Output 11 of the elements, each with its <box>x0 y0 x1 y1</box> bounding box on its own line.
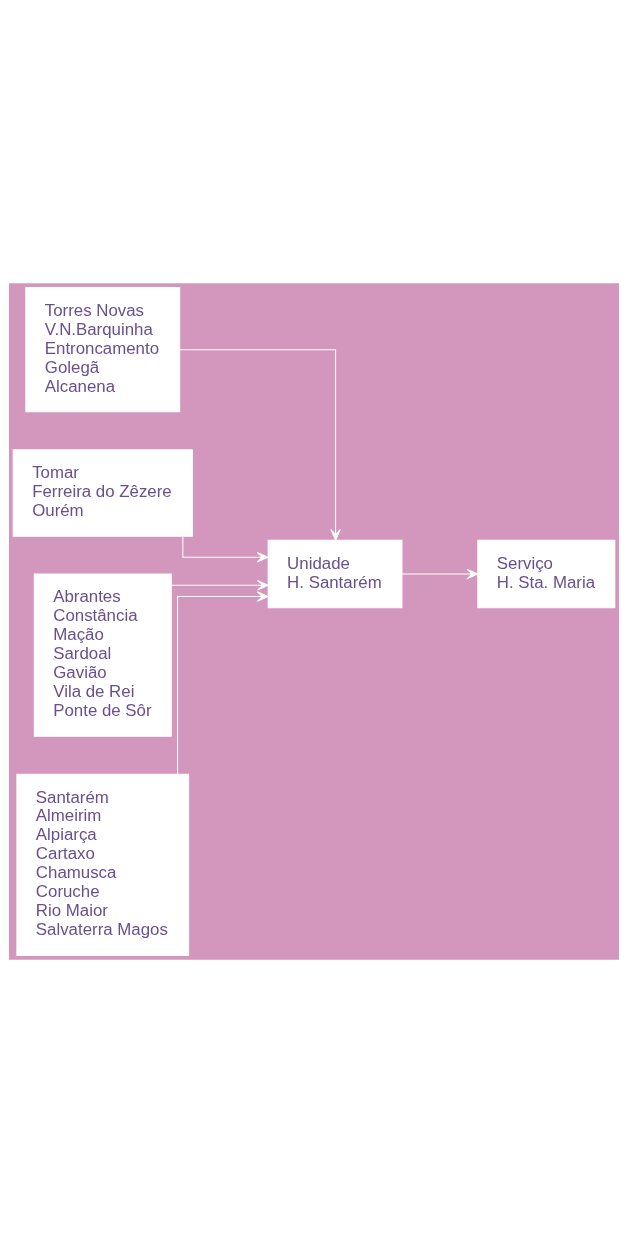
node-box: Tomar Ferreira do Zêzere Ourém <box>12 448 193 537</box>
node-box: Unidade H. Santarém <box>267 539 402 608</box>
arrow <box>181 535 268 562</box>
node-box: Serviço H. Sta. Maria <box>476 539 615 608</box>
node-box: Santarém Almeirim Alpiarça Cartaxo Chamusca Coruche Rio Maior Salvaterra Magos <box>15 773 189 956</box>
node-box: Abrantes Constância Mação Sardoal Gavião Vila de Rei Ponte de Sôr <box>33 573 172 737</box>
node-box: Torres Novas V.N.Barquinha Entroncamento Golegã Alcanena <box>24 286 180 412</box>
arrow <box>401 568 478 579</box>
arrow <box>178 348 341 541</box>
arrow <box>170 579 269 591</box>
arrow <box>176 590 268 775</box>
